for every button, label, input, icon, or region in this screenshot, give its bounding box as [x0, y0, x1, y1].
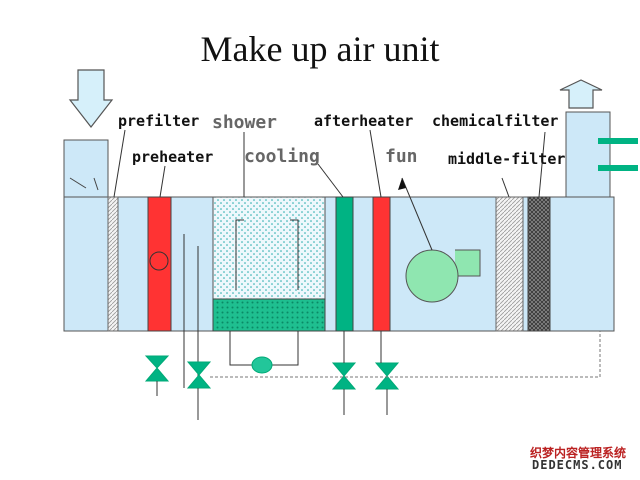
label-preheater: preheater — [132, 148, 214, 166]
shower-water-basin — [212, 298, 326, 332]
valve-icon — [374, 362, 400, 390]
circulation-pump — [251, 356, 273, 374]
afterheater-coil — [372, 196, 391, 332]
fan-icon — [455, 249, 481, 277]
label-afterheater: afterheater — [314, 112, 414, 130]
preheater-coil — [147, 196, 172, 332]
middle-filter-element — [495, 196, 524, 332]
exhaust-hood — [565, 111, 611, 198]
watermark-cn: 织梦内容管理系统 — [530, 446, 627, 460]
fan-icon — [405, 249, 459, 303]
valve-icon — [144, 355, 170, 382]
valve-icon — [186, 361, 212, 389]
intake-hood — [63, 139, 109, 198]
intake-arrow-icon — [68, 69, 114, 128]
label-prefilter: prefilter — [118, 112, 200, 130]
drain-line — [210, 331, 601, 378]
chemical-filter-element — [527, 196, 551, 332]
label-fun: fun — [385, 146, 418, 167]
prefilter-element — [107, 196, 119, 332]
cooling-coil — [335, 196, 354, 332]
exhaust-damper — [598, 165, 638, 171]
valve-icon — [331, 362, 357, 390]
exhaust-arrow-icon — [559, 79, 603, 109]
label-middle-filter: middle-filter — [448, 150, 566, 168]
label-chemicalfilter: chemicalfilter — [432, 112, 559, 130]
label-shower: shower — [212, 112, 278, 133]
preheater-sensor — [149, 251, 169, 271]
diagram-title: Make up air unit — [200, 29, 440, 69]
label-cooling: cooling — [244, 146, 320, 167]
watermark-en: DEDECMS.COM — [532, 458, 623, 472]
exhaust-damper — [598, 138, 638, 144]
